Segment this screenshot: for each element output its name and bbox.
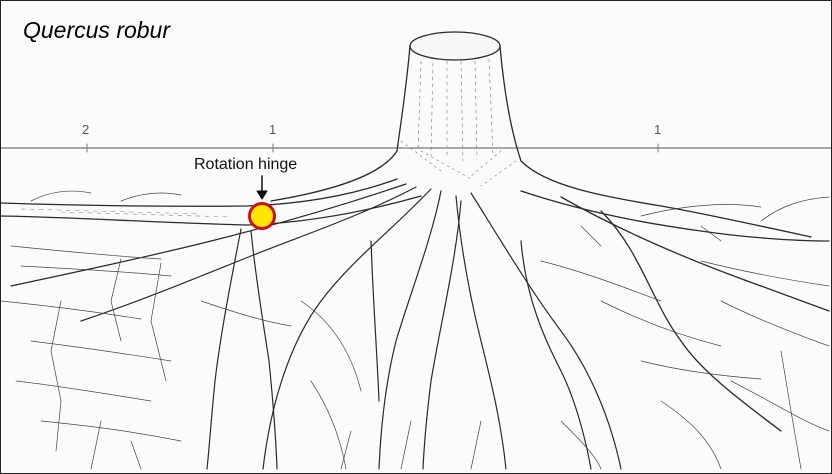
left-lateral-root <box>1 179 421 225</box>
scale-mark: 1 <box>269 122 276 137</box>
scale-mark: 2 <box>82 122 89 137</box>
root-texture <box>21 209 231 217</box>
root-branch <box>561 197 829 311</box>
root-upper-edge <box>1 179 397 206</box>
species-title: Quercus robur <box>23 17 170 44</box>
right-lateral-root <box>521 191 829 431</box>
tree-stump <box>271 32 811 237</box>
stump-outline-left <box>271 46 410 201</box>
rotation-hinge-label: Rotation hinge <box>194 156 297 174</box>
scale-mark: 1 <box>654 122 661 137</box>
stump-outline-right <box>500 46 811 237</box>
rotation-hinge-marker <box>250 204 275 229</box>
root-lower-edge <box>1 196 421 225</box>
root-lower-edge <box>521 191 829 241</box>
bark-line <box>418 59 493 161</box>
hinge-pointer-arrowhead <box>257 191 267 199</box>
root-branch <box>601 211 781 431</box>
stump-top <box>410 32 500 60</box>
fine-rootlets <box>1 191 829 469</box>
oblique-roots <box>11 184 621 469</box>
